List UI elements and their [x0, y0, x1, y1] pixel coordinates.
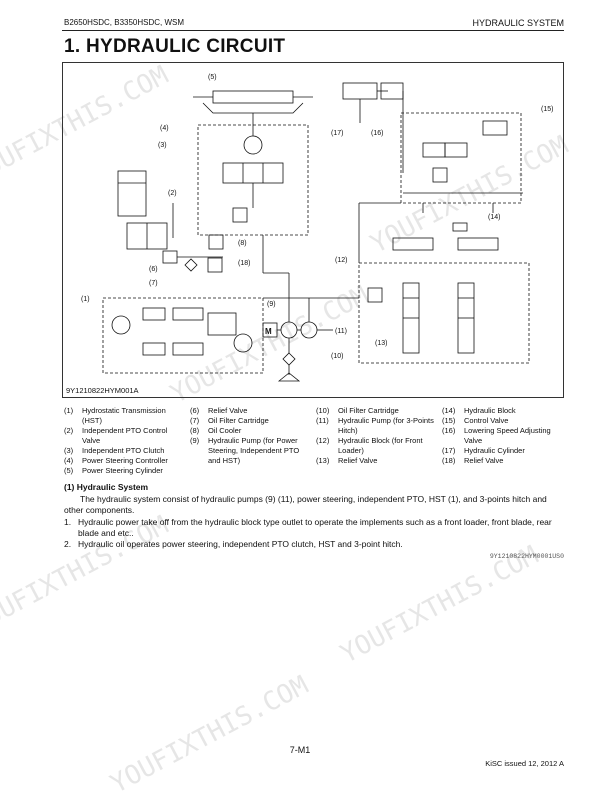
legend-column-4: (14)Hydraulic Block (15)Control Valve (1…: [442, 406, 566, 466]
hst-box: [102, 297, 264, 374]
legend-item: (13)Relief Valve: [316, 456, 378, 465]
header-models: B2650HSDC, B3350HSDC, WSM: [64, 18, 185, 27]
legend-item: (7)Oil Filter Cartridge: [190, 416, 269, 425]
callout-2: (2): [168, 190, 177, 197]
callout-11: (11): [335, 328, 347, 335]
legend-item: (10)Oil Filter Cartridge: [316, 406, 399, 415]
callout-18: (18): [238, 260, 250, 267]
callout-8: (8): [238, 240, 247, 247]
legend-item: (8)Oil Cooler: [190, 426, 242, 435]
callout-3: (3): [158, 142, 167, 149]
legend-item: (2)Independent PTO Control Valve: [64, 426, 168, 445]
motor-label: M: [265, 327, 272, 336]
front-loader-block: [358, 262, 530, 364]
callout-5: (5): [208, 74, 217, 81]
legend-item: (9)Hydraulic Pump (for Power Steering, I…: [190, 436, 300, 465]
diagram-code: 9Y1210822HYM001A: [66, 386, 139, 395]
control-valve-box: [400, 112, 522, 204]
watermark: YOUFIXTHIS.COM: [105, 670, 314, 800]
legend-item: (15)Control Valve: [442, 416, 509, 425]
legend-item: (3)Independent PTO Clutch: [64, 446, 165, 455]
hydraulic-cylinder-shape: [342, 82, 378, 100]
legend-item: (4)Power Steering Controller: [64, 456, 168, 465]
steering-controller-box: [197, 124, 309, 236]
callout-12: (12): [335, 257, 347, 264]
power-steering-cylinder-shape: [212, 90, 294, 104]
callout-16: (16): [371, 130, 383, 137]
list-item: 1.Hydraulic power take off from the hydr…: [64, 517, 552, 538]
legend-item: (16)Lowering Speed Adjusting Valve: [442, 426, 551, 445]
legend-item: (5)Power Steering Cylinder: [64, 466, 163, 475]
header-rule: [62, 30, 564, 31]
page-title: 1. HYDRAULIC CIRCUIT: [64, 36, 286, 57]
header-section: HYDRAULIC SYSTEM: [472, 18, 564, 28]
callout-17: (17): [331, 130, 343, 137]
legend-item: (1)Hydrostatic Transmission (HST): [64, 406, 166, 425]
numbered-list: 1.Hydraulic power take off from the hydr…: [64, 517, 564, 550]
legend-item: (6)Relief Valve: [190, 406, 248, 415]
legend-column-1: (1)Hydrostatic Transmission (HST) (2)Ind…: [64, 406, 184, 476]
callout-9: (9): [267, 301, 276, 308]
legend-item: (14)Hydraulic Block: [442, 406, 516, 415]
hydraulic-circuit-diagram: M (1) (2) (3) (4) (5) (6) (7) (8) (9) (1…: [62, 62, 564, 398]
page-number: 7-M1: [289, 745, 311, 755]
legend-item: (17)Hydraulic Cylinder: [442, 446, 525, 455]
callout-13: (13): [375, 340, 387, 347]
callout-7: (7): [149, 280, 158, 287]
callout-14: (14): [488, 214, 500, 221]
callout-1: (1): [81, 296, 90, 303]
callout-10: (10): [331, 353, 343, 360]
section-heading: (1) Hydraulic System: [64, 482, 149, 492]
legend-item: (12)Hydraulic Block (for Front Loader): [316, 436, 423, 455]
document-code: 9Y1210822HYM0001US0: [489, 553, 564, 560]
callout-15: (15): [541, 106, 553, 113]
legend-column-3: (10)Oil Filter Cartridge (11)Hydraulic P…: [316, 406, 440, 466]
body-paragraph: The hydraulic system consist of hydrauli…: [64, 494, 547, 515]
callout-4: (4): [160, 125, 169, 132]
circuit-schematic: M (1) (2) (3) (4) (5) (6) (7) (8) (9) (1…: [81, 74, 553, 382]
legend-item: (11)Hydraulic Pump (for 3-Points Hitch): [316, 416, 434, 435]
list-item: 2.Hydraulic oil operates power steering,…: [64, 539, 403, 549]
callout-6: (6): [149, 266, 158, 273]
footer-issue: KiSC issued 12, 2012 A: [485, 759, 564, 768]
legend-item: (18)Relief Valve: [442, 456, 504, 465]
legend-column-2: (6)Relief Valve (7)Oil Filter Cartridge …: [190, 406, 312, 466]
